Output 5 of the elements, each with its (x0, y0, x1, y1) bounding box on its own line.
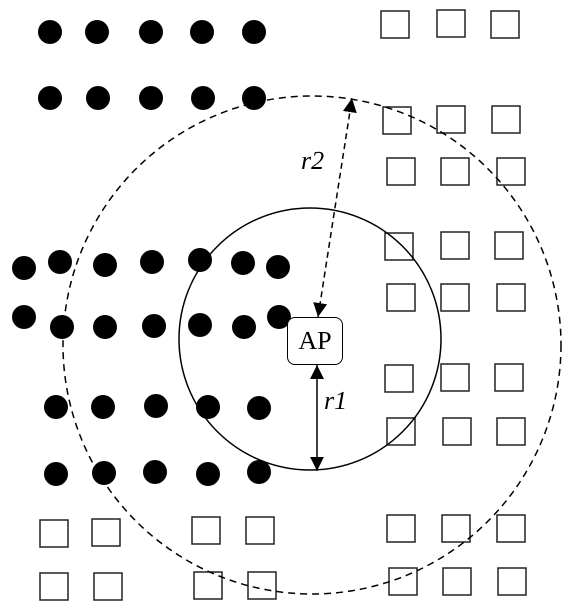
coverage-circle (178, 207, 442, 471)
access-point-box: AP (287, 317, 343, 365)
coverage-circle-dashed (62, 95, 562, 595)
radius-arrow (310, 365, 324, 471)
dashed-radius-arrow (313, 98, 357, 318)
